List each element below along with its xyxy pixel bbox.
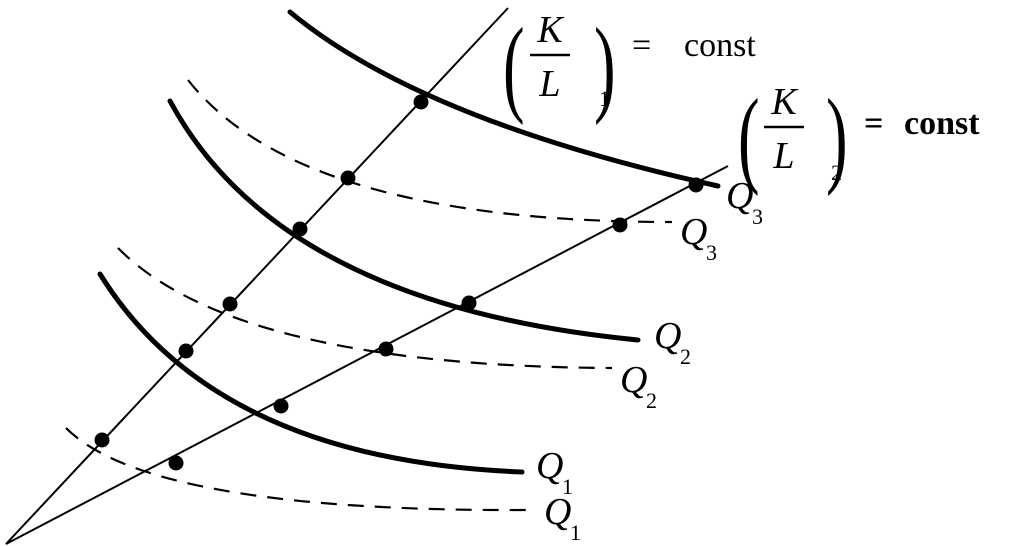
intersection-dot <box>612 217 628 233</box>
intersection-dot <box>688 177 704 193</box>
ray-1-label: ( ) K L 1 = const <box>503 7 756 126</box>
right-paren: ) <box>594 7 616 126</box>
ray-2-numerator: K <box>770 81 798 123</box>
svg-text:Q: Q <box>726 175 753 217</box>
intersection-dot <box>168 455 184 471</box>
ray-2-const: const <box>904 105 980 142</box>
svg-text:Q: Q <box>620 359 647 401</box>
left-paren: ( <box>503 7 525 126</box>
ray-1-subscript: 1 <box>599 86 610 111</box>
ray-1-numerator: K <box>536 9 564 51</box>
dashed-isoquant-q2 <box>117 247 613 370</box>
ray-1-equals: = <box>632 27 651 64</box>
ray-2-equals: = <box>864 105 883 142</box>
intersection-dot <box>273 398 289 414</box>
solid-isoquant-q1 <box>97 271 525 475</box>
intersection-dot <box>340 170 356 186</box>
dashed-q2-label: Q 2 <box>620 359 657 413</box>
dashed-isoquant-q1 <box>65 427 529 512</box>
intersection-dot <box>378 341 394 357</box>
intersection-dot <box>222 296 238 312</box>
solid-isoquant-q2 <box>167 98 641 343</box>
ray-1-const: const <box>684 27 756 64</box>
ray-2-subscript: 2 <box>831 160 842 185</box>
solid-q2-label: Q 2 <box>654 315 691 369</box>
intersection-dot <box>178 343 194 359</box>
svg-text:Q: Q <box>654 315 681 357</box>
solid-isoquant-q3 <box>287 9 721 189</box>
ray-line-2 <box>5 165 729 545</box>
svg-text:2: 2 <box>680 344 691 369</box>
intersection-dot <box>413 94 429 110</box>
svg-text:Q: Q <box>544 491 571 533</box>
intersection-dot <box>94 432 110 448</box>
svg-text:Q: Q <box>536 445 563 487</box>
ray-2-denominator: L <box>772 135 794 177</box>
svg-text:3: 3 <box>752 204 763 229</box>
intersection-dot <box>461 295 477 311</box>
svg-text:2: 2 <box>646 388 657 413</box>
left-paren: ( <box>738 78 760 197</box>
ray-1-denominator: L <box>538 63 560 105</box>
intersection-dot <box>292 221 308 237</box>
dashed-q1-label: Q 1 <box>544 491 581 545</box>
solid-q1-label: Q 1 <box>536 445 573 499</box>
svg-text:Q: Q <box>680 211 707 253</box>
svg-text:1: 1 <box>562 474 573 499</box>
ray-2-label: ( ) K L 2 = const <box>738 78 980 197</box>
solid-q3-label: Q 3 <box>726 175 763 229</box>
svg-text:1: 1 <box>570 520 581 545</box>
right-paren: ) <box>826 78 848 197</box>
dashed-q3-label: Q 3 <box>680 211 717 265</box>
svg-text:3: 3 <box>706 240 717 265</box>
